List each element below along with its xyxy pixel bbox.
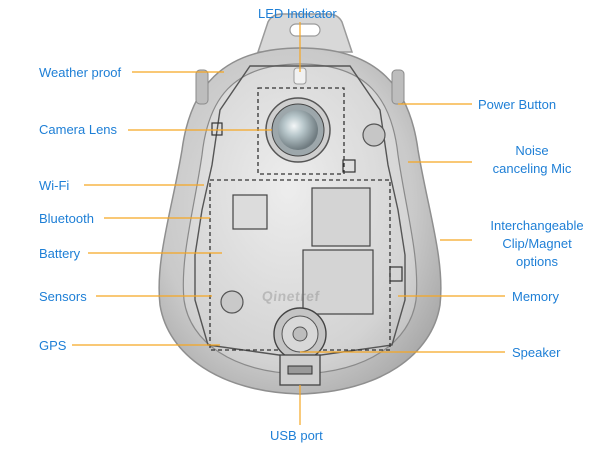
lens-glass <box>278 110 318 150</box>
label-clip-line3: options <box>516 254 558 269</box>
label-clip-line1: Interchangeable <box>490 218 584 233</box>
memory-chip <box>389 266 403 282</box>
chip-small <box>232 194 268 230</box>
mic-component <box>342 159 356 173</box>
label-weather-proof: Weather proof <box>39 65 122 80</box>
label-gps: GPS <box>39 338 67 353</box>
chip-large-bottom <box>302 249 374 315</box>
side-clip-shape <box>195 69 209 105</box>
label-battery: Battery <box>39 246 81 261</box>
label-usb-port: USB port <box>270 428 323 443</box>
power-button-shape <box>391 69 405 105</box>
label-noise-line2: canceling Mic <box>492 161 572 176</box>
speaker-center <box>292 326 308 342</box>
usb-port-slot <box>287 365 313 375</box>
label-memory: Memory <box>512 289 559 304</box>
label-led-indicator: LED Indicator <box>258 6 337 21</box>
label-bluetooth: Bluetooth <box>39 211 94 226</box>
label-camera-lens: Camera Lens <box>39 122 118 137</box>
lens-clip <box>211 122 223 136</box>
chip-large-top <box>311 187 371 247</box>
label-power-button: Power Button <box>478 97 557 112</box>
mic-hole <box>362 123 386 147</box>
label-interchangeable-clip: Interchangeable Clip/Magnet options <box>482 218 592 269</box>
label-speaker: Speaker <box>512 345 561 360</box>
brand-watermark: Qinetref <box>261 288 321 304</box>
label-sensors: Sensors <box>39 289 87 304</box>
label-noise-line1: Noise <box>515 143 549 158</box>
camera-module-box <box>257 87 345 175</box>
label-wifi: Wi-Fi <box>39 178 70 193</box>
leader-lines <box>72 22 505 425</box>
label-clip-line2: Clip/Magnet <box>502 236 572 251</box>
lanyard-hole <box>289 23 321 37</box>
sensor-circle <box>220 290 244 314</box>
label-noise-canceling-mic: Noise canceling Mic <box>476 143 588 176</box>
